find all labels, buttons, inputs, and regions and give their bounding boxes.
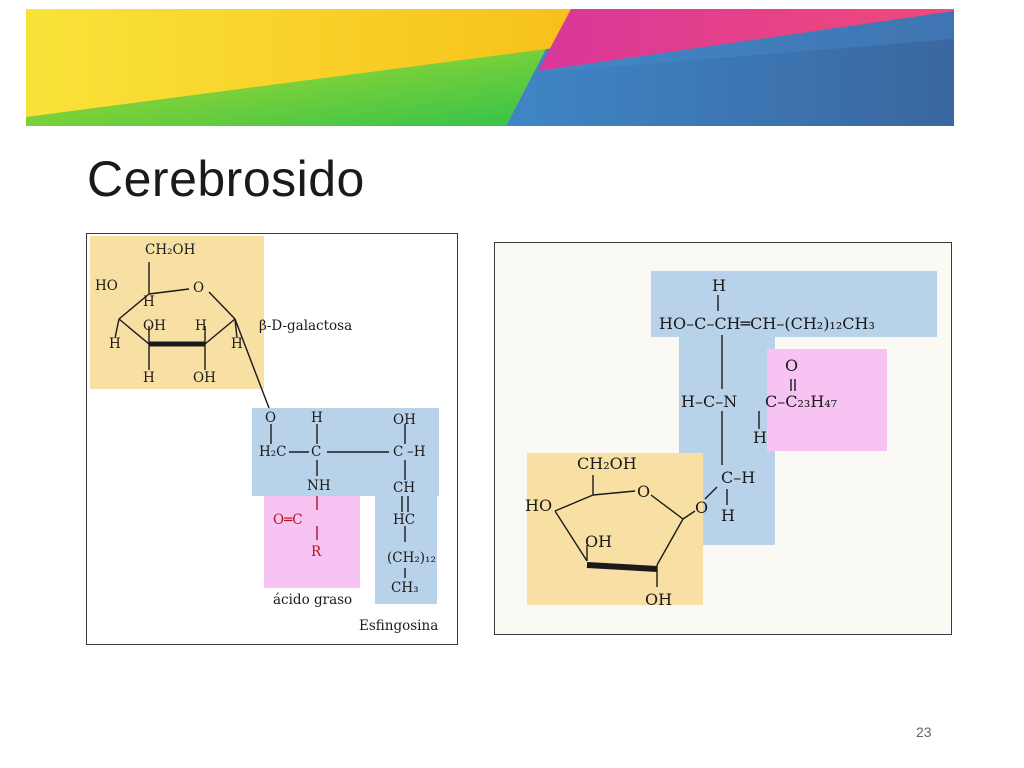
right-galactose-o-link: O (695, 498, 708, 517)
right-fatty-acid-acyl: C–C₂₃H₄₇ (765, 392, 837, 411)
sphingosine-o-link: O (265, 410, 276, 426)
right-structure-panel: H HO–C–CH═CH–(CH₂)₁₂CH₃ H–C–N H C–H H O … (494, 242, 952, 635)
right-sphingosine-c-h: C–H (721, 468, 755, 487)
galactose-ch2oh: CH₂OH (145, 242, 196, 258)
sphingosine-ch: CH (393, 480, 415, 496)
sphingosine-hc: HC (393, 512, 415, 528)
sphingosine-c1: C (311, 444, 321, 460)
sphingosine-h-right: –H (407, 444, 426, 460)
galactose-oh-bottom: OH (193, 370, 216, 386)
sphingosine-bonds (270, 424, 409, 578)
galactose-ring-oxygen: O (193, 280, 204, 296)
fatty-acid-r: R (311, 544, 322, 560)
galactose-oh-mid: OH (143, 318, 166, 334)
right-galactose-bold-edge (586, 562, 658, 572)
right-galactose-oh-mid: OH (585, 532, 612, 551)
sphingosine-nh: NH (307, 478, 331, 494)
sphingosine-highlight-top (651, 271, 937, 337)
sphingosine-label: Esfingosina (359, 618, 438, 634)
fatty-acid-label: ácido graso (273, 592, 352, 608)
galactose-h-top: H (143, 294, 155, 310)
slide-title: Cerebrosido (87, 151, 365, 207)
right-galactose-oh-bottom: OH (645, 590, 672, 609)
galactose-ring (114, 262, 270, 409)
right-sphingosine-h-n: H (753, 428, 767, 447)
left-structure-panel: CH₂OH HO O H OH H H H H OH β-D-galactosa… (86, 233, 458, 645)
galactose-ho: HO (95, 278, 118, 294)
right-sphingosine-h-bottom: H (721, 506, 735, 525)
sphingosine-h2c: H₂C (259, 444, 287, 460)
sphingosine-oh-top: OH (393, 412, 416, 428)
cerebroside-structure-left: CH₂OH HO O H OH H H H H OH β-D-galactosa… (90, 236, 439, 634)
right-galactose-ring-oxygen: O (637, 482, 650, 501)
cerebroside-structure-right: H HO–C–CH═CH–(CH₂)₁₂CH₃ H–C–N H C–H H O … (525, 271, 937, 609)
right-galactose-ch2oh: CH₂OH (577, 454, 637, 473)
fatty-acid-carbonyl: O═C (273, 512, 303, 528)
galactose-h-bottom: H (143, 370, 155, 386)
sphingosine-highlight-chain (375, 492, 437, 604)
right-sphingosine-h-c-n: H–C–N (681, 392, 737, 411)
galactose-h-left: H (109, 336, 121, 352)
header-banner (26, 9, 954, 126)
sphingosine-c2: C (393, 444, 403, 460)
page-number: 23 (916, 724, 932, 740)
fatty-acid-highlight (264, 496, 360, 588)
right-galactose-ho: HO (525, 496, 552, 515)
fatty-acid-highlight (767, 349, 887, 451)
galactose-highlight (527, 453, 703, 605)
galactose-label: β-D-galactosa (259, 318, 352, 334)
sphingosine-h-top: H (311, 410, 323, 426)
galactose-highlight (90, 236, 264, 389)
sphingosine-bonds (704, 295, 796, 505)
right-sphingosine-chain: HO–C–CH═CH–(CH₂)₁₂CH₃ (659, 314, 875, 333)
right-fatty-acid-oxygen: O (785, 356, 798, 375)
sphingosine-ch2-12: (CH₂)₁₂ (387, 550, 436, 566)
galactose-h-right: H (231, 336, 243, 352)
sphingosine-ch3: CH₃ (391, 580, 419, 596)
right-sphingosine-h-top: H (712, 276, 726, 295)
galactose-h-mid: H (195, 318, 207, 334)
